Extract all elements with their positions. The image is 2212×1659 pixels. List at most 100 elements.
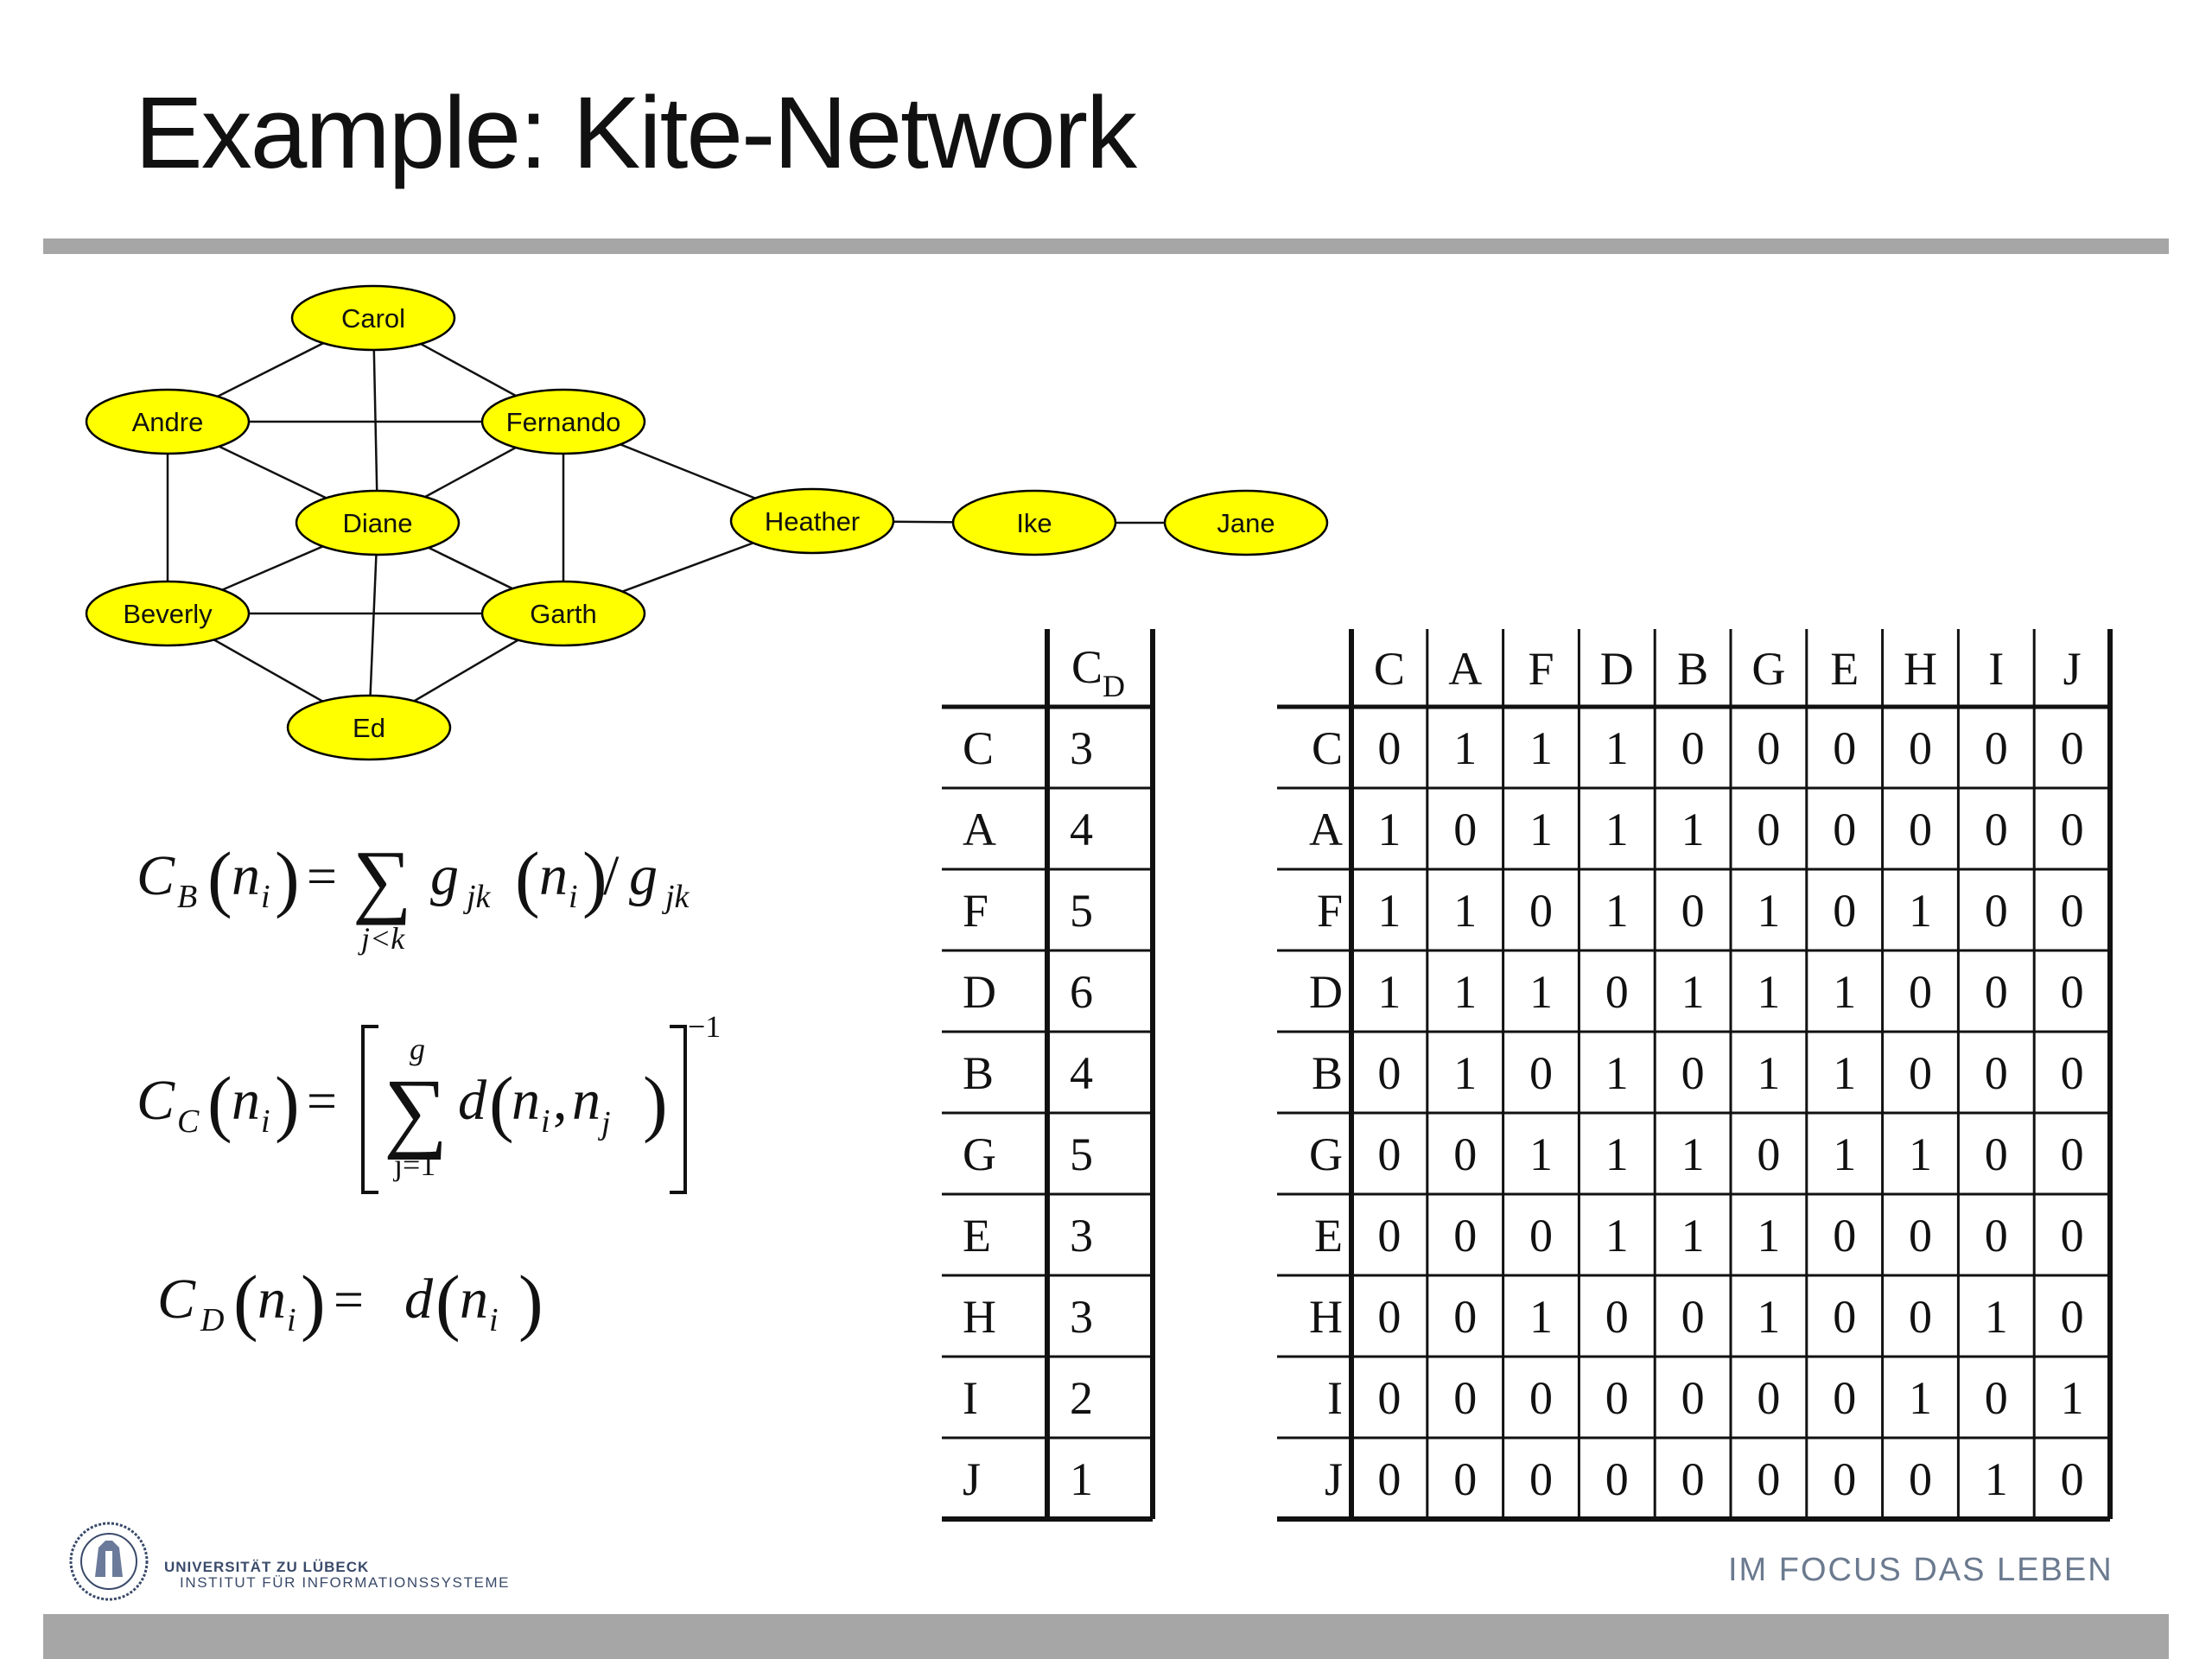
degree-table-row-value: 5 bbox=[1070, 1128, 1093, 1180]
degree-table-row-label: J bbox=[963, 1453, 981, 1505]
node-andre: Andre bbox=[85, 388, 251, 455]
matrix-cell: 1 bbox=[1453, 1047, 1477, 1099]
node-garth-shape bbox=[480, 580, 646, 647]
matrix-cell: 0 bbox=[1985, 1047, 2008, 1099]
matrix-cell: 1 bbox=[1757, 885, 1780, 937]
matrix-cell: 1 bbox=[1985, 1291, 2008, 1343]
node-andre-shape bbox=[85, 388, 251, 455]
slide-title: Example: Kite-Network bbox=[135, 76, 1137, 190]
matrix-cell: 0 bbox=[2061, 1210, 2084, 1262]
edge-carol-diane bbox=[372, 317, 379, 524]
node-diane-label: Diane bbox=[343, 508, 413, 538]
matrix-cell: 1 bbox=[1605, 885, 1629, 937]
matrix-cell: 0 bbox=[1377, 1291, 1401, 1343]
matrix-cell: 1 bbox=[1757, 1047, 1780, 1099]
matrix-cell: 0 bbox=[1909, 1210, 1932, 1262]
matrix-row-label: G bbox=[1309, 1128, 1343, 1180]
matrix-cell: 0 bbox=[2061, 1291, 2084, 1343]
degree-table-row-label: I bbox=[963, 1372, 978, 1424]
matrix-column-header: B bbox=[1677, 643, 1708, 695]
degree-table-row-label: D bbox=[963, 966, 996, 1018]
matrix-cell: 0 bbox=[1909, 722, 1932, 774]
node-garth: Garth bbox=[480, 580, 646, 647]
matrix-cell: 0 bbox=[1453, 1291, 1477, 1343]
matrix-row-label: C bbox=[1312, 722, 1343, 774]
matrix-cell: 0 bbox=[1833, 1210, 1856, 1262]
matrix-cell: 1 bbox=[1681, 804, 1705, 855]
matrix-cell: 0 bbox=[1605, 966, 1629, 1018]
matrix-cell: 0 bbox=[1909, 1453, 1932, 1505]
footer-university: UNIVERSITÄT ZU LÜBECK bbox=[164, 1559, 370, 1575]
degree-table-row-value: 3 bbox=[1070, 1291, 1093, 1343]
matrix-cell: 0 bbox=[1605, 1453, 1629, 1505]
degree-table-row-label: H bbox=[963, 1291, 996, 1343]
matrix-cell: 0 bbox=[1757, 722, 1780, 774]
matrix-cell: 0 bbox=[1985, 966, 2008, 1018]
matrix-cell: 1 bbox=[1681, 1128, 1705, 1180]
node-heather: Heather bbox=[729, 487, 895, 555]
node-diane-shape bbox=[295, 489, 461, 556]
matrix-cell: 1 bbox=[1605, 1210, 1629, 1262]
title-divider bbox=[43, 238, 2169, 254]
matrix-cell: 0 bbox=[1377, 722, 1401, 774]
matrix-cell: 0 bbox=[1377, 1047, 1401, 1099]
matrix-column-header: H bbox=[1904, 643, 1937, 695]
matrix-cell: 1 bbox=[1529, 804, 1553, 855]
degree-table-row-value: 2 bbox=[1070, 1372, 1093, 1424]
matrix-column-header: A bbox=[1448, 643, 1482, 695]
node-beverly: Beverly bbox=[85, 580, 251, 647]
matrix-cell: 1 bbox=[1833, 1128, 1856, 1180]
matrix-cell: 0 bbox=[1757, 804, 1780, 855]
matrix-cell: 0 bbox=[1909, 1047, 1932, 1099]
matrix-cell: 1 bbox=[1757, 1291, 1780, 1343]
matrix-cell: 0 bbox=[2061, 804, 2084, 855]
matrix-row-label: H bbox=[1309, 1291, 1343, 1343]
matrix-cell: 0 bbox=[1833, 1453, 1856, 1505]
degree-table-row-value: 1 bbox=[1070, 1453, 1093, 1505]
matrix-cell: 0 bbox=[1681, 1291, 1705, 1343]
node-beverly-label: Beverly bbox=[123, 599, 213, 629]
matrix-column-header: G bbox=[1751, 643, 1785, 695]
matrix-cell: 0 bbox=[1985, 804, 2008, 855]
matrix-cell: 0 bbox=[1985, 722, 2008, 774]
matrix-cell: 1 bbox=[1605, 1128, 1629, 1180]
degree-table-header: C bbox=[1071, 641, 1103, 693]
matrix-cell: 0 bbox=[1529, 1047, 1553, 1099]
matrix-cell: 1 bbox=[1377, 804, 1401, 855]
footer-institute: INSTITUT FÜR INFORMATIONSSYSTEME bbox=[180, 1574, 511, 1591]
node-carol-shape bbox=[290, 284, 456, 352]
university-seal-logo bbox=[69, 1522, 149, 1601]
matrix-cell: 0 bbox=[1757, 1128, 1780, 1180]
matrix-cell: 1 bbox=[1681, 1210, 1705, 1262]
matrix-cell: 0 bbox=[1605, 1372, 1629, 1424]
node-diane: Diane bbox=[295, 489, 461, 556]
matrix-cell: 0 bbox=[1377, 1372, 1401, 1424]
matrix-row-label: D bbox=[1309, 966, 1343, 1018]
matrix-cell: 0 bbox=[1985, 1210, 2008, 1262]
matrix-cell: 1 bbox=[1681, 966, 1705, 1018]
node-heather-shape bbox=[729, 487, 895, 555]
node-ike-shape bbox=[951, 489, 1117, 556]
matrix-column-header: I bbox=[1988, 643, 2004, 695]
matrix-cell: 0 bbox=[1529, 1210, 1553, 1262]
degree-table-row-value: 4 bbox=[1070, 1047, 1093, 1099]
footer-motto: IM FOCUS DAS LEBEN bbox=[1728, 1552, 2113, 1588]
edge-diane-ed bbox=[367, 522, 379, 728]
matrix-cell: 0 bbox=[2061, 1453, 2084, 1505]
matrix-row-label: A bbox=[1309, 804, 1343, 855]
matrix-column-header: C bbox=[1374, 643, 1405, 695]
matrix-cell: 0 bbox=[1909, 966, 1932, 1018]
node-fernando: Fernando bbox=[480, 388, 646, 455]
matrix-cell: 0 bbox=[2061, 1128, 2084, 1180]
node-beverly-shape bbox=[85, 580, 251, 647]
matrix-cell: 1 bbox=[1909, 885, 1932, 937]
matrix-cell: 1 bbox=[1529, 1291, 1553, 1343]
matrix-cell: 0 bbox=[1681, 1372, 1705, 1424]
matrix-cell: 0 bbox=[1529, 885, 1553, 937]
node-andre-label: Andre bbox=[132, 407, 204, 437]
matrix-cell: 1 bbox=[1529, 966, 1553, 1018]
matrix-cell: 0 bbox=[1757, 1372, 1780, 1424]
matrix-cell: 0 bbox=[1681, 722, 1705, 774]
matrix-cell: 1 bbox=[1453, 722, 1477, 774]
